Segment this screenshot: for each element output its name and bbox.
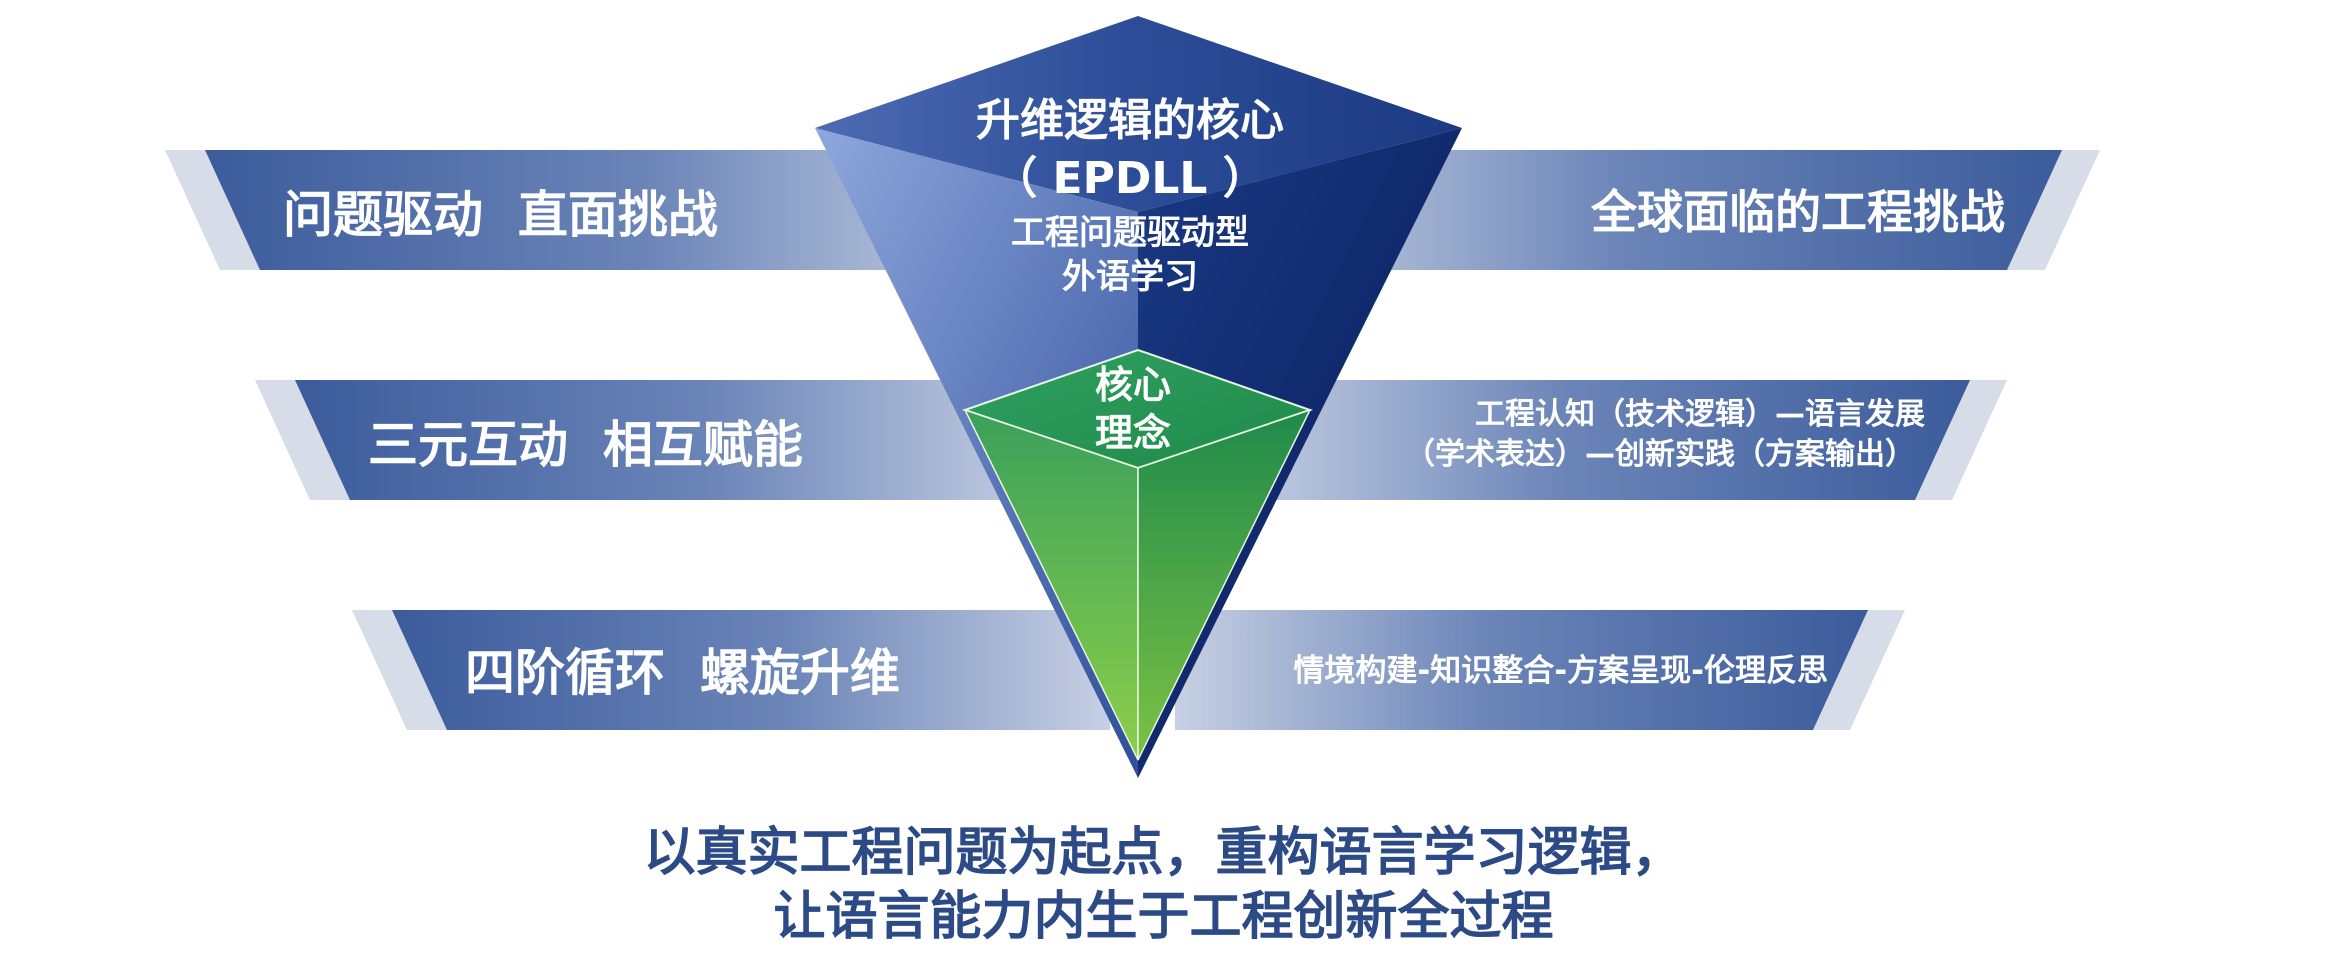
band-middle-right-line1: 工程认知（技术逻辑）—语言发展 bbox=[1475, 397, 1925, 432]
band-middle-left bbox=[295, 380, 1050, 500]
caption-line1: 以真实工程问题为起点，重构语言学习逻辑， bbox=[643, 823, 1684, 883]
core-label-line1: 核心 bbox=[1095, 363, 1171, 407]
core-label-line2: 理念 bbox=[1095, 411, 1171, 455]
band-top bbox=[165, 150, 2100, 270]
core-right-face bbox=[1137, 408, 1312, 761]
pyramid-left-face bbox=[815, 128, 1138, 778]
pyramid-right-face bbox=[1138, 128, 1462, 778]
pyramid-subtitle-line1: 工程问题驱动型 bbox=[1011, 213, 1249, 253]
band-middle-right bbox=[1230, 380, 1970, 500]
band-top-right-text: 全球面临的工程挑战 bbox=[1590, 185, 2005, 239]
band-top-left-text: 问题驱动 直面挑战 bbox=[283, 186, 718, 244]
band-middle bbox=[255, 380, 2007, 500]
band-bottom-left bbox=[392, 610, 1110, 730]
inverted-pyramid bbox=[815, 16, 1462, 778]
band-top-right bbox=[1260, 150, 2062, 270]
band-middle-left-text: 三元互动 相互赋能 bbox=[368, 416, 803, 474]
pyramid-title: 升维逻辑的核心 bbox=[976, 95, 1284, 146]
pyramid-top-face bbox=[815, 16, 1462, 212]
band-bottom-right-text: 情境构建-知识整合-方案呈现-伦理反思 bbox=[1293, 653, 1828, 689]
pyramid-acronym: （ EPDLL ） bbox=[993, 153, 1267, 204]
band-top-left bbox=[205, 150, 1010, 270]
band-bottom-right bbox=[1175, 610, 1868, 730]
pyramid-subtitle-line2: 外语学习 bbox=[1062, 257, 1198, 297]
band-middle-right-line2: （学术表达）—创新实践（方案输出） bbox=[1405, 437, 1915, 472]
band-bottom bbox=[352, 610, 1905, 730]
band-bottom-left-text: 四阶循环 螺旋升维 bbox=[465, 644, 900, 702]
caption-line2: 让语言能力内生于工程创新全过程 bbox=[773, 887, 1554, 947]
